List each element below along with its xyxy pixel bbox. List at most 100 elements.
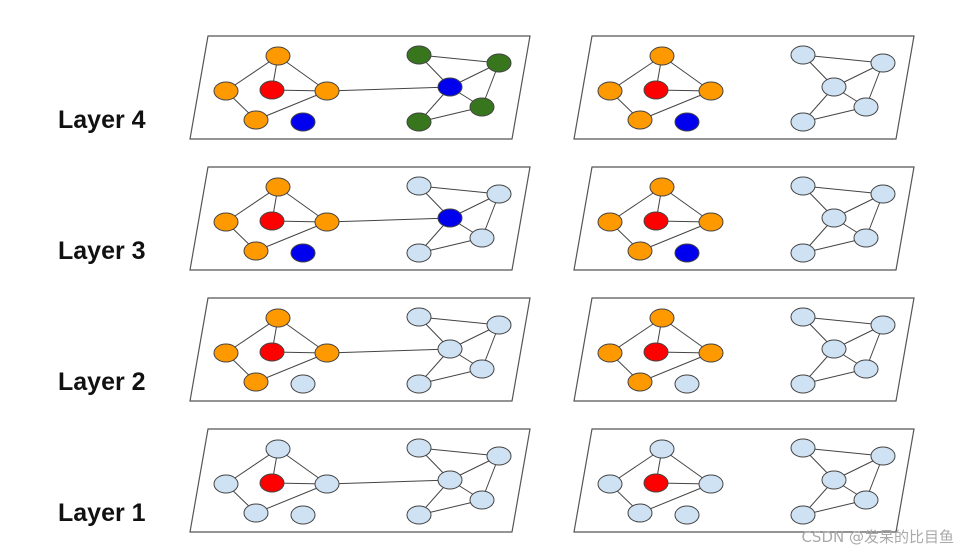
node-i xyxy=(437,339,463,359)
node-c xyxy=(627,110,653,130)
node-j xyxy=(469,97,495,117)
plane-layer2-left xyxy=(189,297,531,402)
plane-layer4-left xyxy=(189,35,531,140)
node-h xyxy=(486,184,512,204)
edge-c-e xyxy=(255,221,328,252)
node-i xyxy=(821,339,847,359)
node-f xyxy=(290,112,316,132)
edge-g-h xyxy=(802,54,884,64)
panel-layer2-left xyxy=(189,297,531,402)
node-j xyxy=(469,228,495,248)
node-e xyxy=(314,343,340,363)
node-g xyxy=(790,438,816,458)
plane-layer3-right xyxy=(573,166,915,271)
node-e xyxy=(698,81,724,101)
node-i xyxy=(437,208,463,228)
node-g xyxy=(790,45,816,65)
node-b xyxy=(265,439,291,459)
node-i xyxy=(437,470,463,490)
panel-layer3-left xyxy=(189,166,531,271)
node-g xyxy=(406,45,432,65)
panel-layer2-right xyxy=(573,297,915,402)
node-k xyxy=(790,112,816,132)
node-g xyxy=(406,176,432,196)
node-h xyxy=(486,446,512,466)
node-i xyxy=(821,77,847,97)
panel-layer3-right xyxy=(573,166,915,271)
edge-g-h xyxy=(418,185,500,195)
node-k xyxy=(406,243,432,263)
node-f xyxy=(674,374,700,394)
edge-g-h xyxy=(802,316,884,326)
node-a xyxy=(597,212,623,232)
plane-layer3-left xyxy=(189,166,531,271)
node-e xyxy=(698,343,724,363)
node-b xyxy=(649,308,675,328)
node-b xyxy=(265,308,291,328)
node-k xyxy=(406,374,432,394)
node-f xyxy=(290,505,316,525)
node-h xyxy=(870,53,896,73)
node-f xyxy=(674,112,700,132)
panel-layer1-right xyxy=(573,428,915,533)
layer-4-label: Layer 4 xyxy=(58,106,146,134)
edge-e-i xyxy=(326,479,451,485)
node-j xyxy=(469,359,495,379)
node-i xyxy=(821,470,847,490)
node-h xyxy=(486,53,512,73)
edge-g-h xyxy=(802,185,884,195)
edge-c-e xyxy=(255,90,328,121)
node-e xyxy=(698,212,724,232)
node-f xyxy=(290,374,316,394)
panel-layer4-left xyxy=(189,35,531,140)
plane-layer4-right xyxy=(573,35,915,140)
node-h xyxy=(870,315,896,335)
node-k xyxy=(790,243,816,263)
layer-1-label: Layer 1 xyxy=(58,499,146,527)
node-i xyxy=(821,208,847,228)
node-c xyxy=(627,503,653,523)
plane-layer2-right xyxy=(573,297,915,402)
edge-g-h xyxy=(418,316,500,326)
node-e xyxy=(314,212,340,232)
node-c xyxy=(627,241,653,261)
panel-layer1-left xyxy=(189,428,531,533)
node-a xyxy=(213,343,239,363)
node-j xyxy=(853,490,879,510)
plane-layer1-left xyxy=(189,428,531,533)
node-k xyxy=(790,374,816,394)
node-d xyxy=(643,80,669,100)
panel-layer4-right xyxy=(573,35,915,140)
node-j xyxy=(853,359,879,379)
edge-c-e xyxy=(639,352,712,383)
node-c xyxy=(243,110,269,130)
node-a xyxy=(213,81,239,101)
node-h xyxy=(870,446,896,466)
node-a xyxy=(597,474,623,494)
node-f xyxy=(674,505,700,525)
node-a xyxy=(213,212,239,232)
node-g xyxy=(406,307,432,327)
edge-e-i xyxy=(326,217,451,223)
edge-c-e xyxy=(639,483,712,514)
node-a xyxy=(597,343,623,363)
watermark-text: CSDN @发呆的比目鱼 xyxy=(801,528,954,546)
node-g xyxy=(790,176,816,196)
edge-e-i xyxy=(326,348,451,354)
node-d xyxy=(259,211,285,231)
node-d xyxy=(643,473,669,493)
node-d xyxy=(259,80,285,100)
edge-c-e xyxy=(639,90,712,121)
node-k xyxy=(406,505,432,525)
edge-e-i xyxy=(326,86,451,92)
node-k xyxy=(406,112,432,132)
edge-c-e xyxy=(255,483,328,514)
node-h xyxy=(870,184,896,204)
layer-2-label: Layer 2 xyxy=(58,368,146,396)
node-j xyxy=(853,97,879,117)
node-b xyxy=(649,46,675,66)
edge-g-h xyxy=(418,447,500,457)
node-g xyxy=(790,307,816,327)
node-b xyxy=(649,439,675,459)
